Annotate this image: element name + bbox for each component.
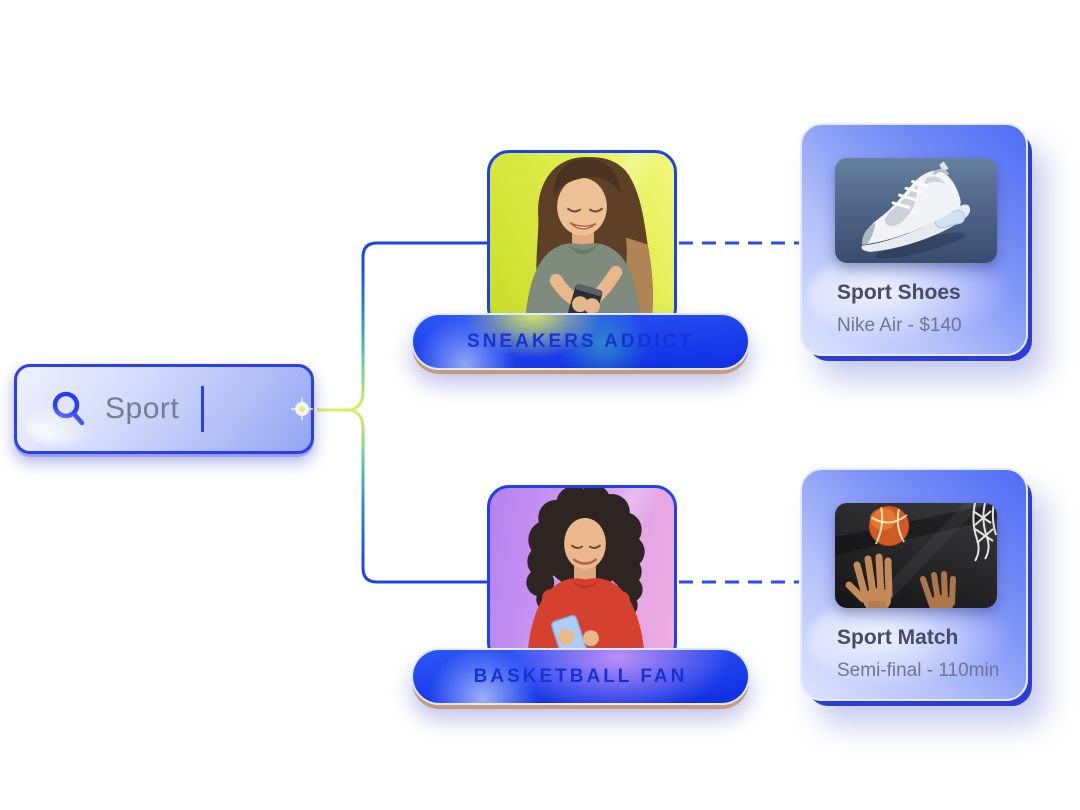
woman-browsing-phone-illustration xyxy=(524,156,653,327)
connector-spark-icon xyxy=(291,398,313,420)
result-subtitle: Semi-final - 110min xyxy=(837,660,1000,681)
text-cursor xyxy=(201,386,205,432)
woman-curly-hair-illustration xyxy=(526,488,646,662)
search-value: Sport xyxy=(105,392,180,425)
result-subtitle: Nike Air - $140 xyxy=(837,315,962,336)
persona-photo-basketball xyxy=(487,485,677,665)
persona-label: BASKETBALL FAN xyxy=(473,665,688,687)
persona-pill-basketball-fan[interactable]: BASKETBALL FAN xyxy=(411,648,750,705)
sneaker-product-image xyxy=(835,158,997,263)
result-title: Sport Match xyxy=(837,626,959,649)
basketball-match-image xyxy=(835,503,997,608)
result-card-sport-shoes: Sport Shoes Nike Air - $140 xyxy=(800,123,1028,356)
search-box-glow xyxy=(25,405,95,445)
persona-pill-sneakers-addict[interactable]: SNEAKERS ADDICT xyxy=(411,313,750,370)
result-title: Sport Shoes xyxy=(837,281,961,304)
result-card-sport-match: Sport Match Semi-final - 110min xyxy=(800,468,1028,701)
persona-label: SNEAKERS ADDICT xyxy=(467,330,694,352)
search-input[interactable]: Sport xyxy=(14,364,314,454)
persona-photo-sneakers xyxy=(487,150,677,330)
